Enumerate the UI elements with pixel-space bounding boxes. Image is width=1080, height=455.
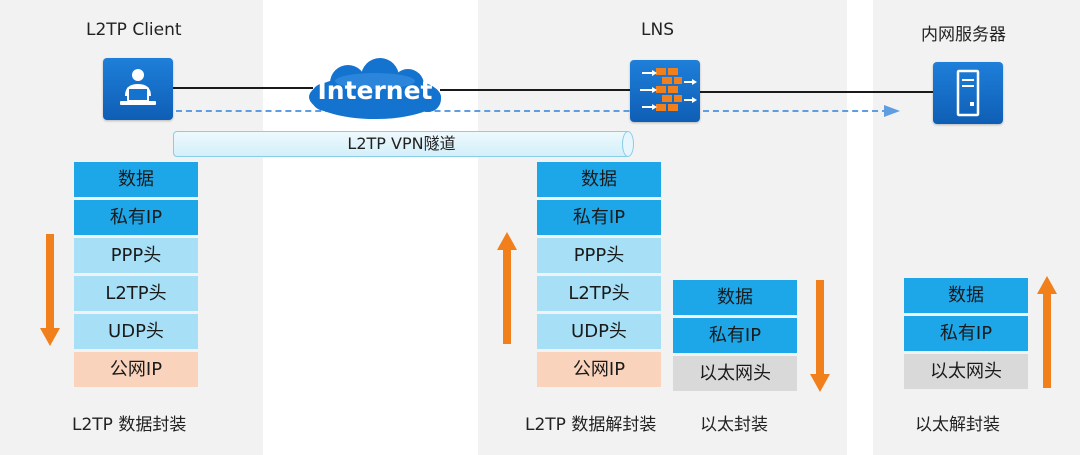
link-internet-lns xyxy=(440,89,630,91)
stack-cell-ppp-header: PPP头 xyxy=(537,238,661,273)
tunnel-end-cap xyxy=(622,131,634,157)
stack-cell-data: 数据 xyxy=(904,278,1028,313)
caption-client-encap: L2TP 数据封装 xyxy=(72,415,187,435)
caption-lns-encap: 以太封装 xyxy=(700,415,768,435)
stack-cell-private-ip: 私有IP xyxy=(537,200,661,235)
firewall-icon xyxy=(640,68,697,111)
link-client-internet xyxy=(173,87,313,89)
user-at-computer-icon xyxy=(120,69,156,105)
l2tp-vpn-tunnel: L2TP VPN隧道 xyxy=(173,131,630,157)
arrow-down-icon xyxy=(810,280,830,392)
server-icon xyxy=(956,69,980,117)
stack-cell-data: 数据 xyxy=(673,280,797,315)
stack-cell-ethernet-header: 以太网头 xyxy=(673,356,797,391)
data-flow-arrowhead-icon xyxy=(884,105,900,117)
server-label: 内网服务器 xyxy=(921,25,1006,45)
stack-cell-l2tp-header: L2TP头 xyxy=(74,276,198,311)
stack-cell-private-ip: 私有IP xyxy=(904,316,1028,351)
server-eth-decap-stack: 数据 私有IP 以太网头 xyxy=(904,278,1028,392)
arrow-down-icon xyxy=(40,234,60,346)
stack-cell-udp-header: UDP头 xyxy=(537,314,661,349)
data-flow-dashed-line xyxy=(176,110,888,112)
cloud-icon xyxy=(309,58,441,119)
link-lns-server xyxy=(700,91,933,93)
arrow-up-icon xyxy=(1037,276,1057,388)
stack-cell-data: 数据 xyxy=(74,162,198,197)
caption-lns-decap: L2TP 数据解封装 xyxy=(525,415,657,435)
server-device xyxy=(933,62,1003,124)
stack-cell-ethernet-header: 以太网头 xyxy=(904,354,1028,389)
stack-cell-public-ip: 公网IP xyxy=(537,352,661,387)
stack-cell-l2tp-header: L2TP头 xyxy=(537,276,661,311)
lns-eth-encap-stack: 数据 私有IP 以太网头 xyxy=(673,280,797,394)
tunnel-label: L2TP VPN隧道 xyxy=(347,134,456,153)
stack-cell-data: 数据 xyxy=(537,162,661,197)
lns-device xyxy=(630,60,700,122)
stack-cell-ppp-header: PPP头 xyxy=(74,238,198,273)
client-label: L2TP Client xyxy=(86,20,182,40)
stack-cell-public-ip: 公网IP xyxy=(74,352,198,387)
client-encap-stack: 数据 私有IP PPP头 L2TP头 UDP头 公网IP xyxy=(74,162,198,390)
stack-cell-private-ip: 私有IP xyxy=(74,200,198,235)
lns-label: LNS xyxy=(641,20,674,40)
internet-label: Internet xyxy=(317,76,433,105)
stack-cell-private-ip: 私有IP xyxy=(673,318,797,353)
client-device xyxy=(103,58,173,120)
caption-server-decap: 以太解封装 xyxy=(915,415,1000,435)
stack-cell-udp-header: UDP头 xyxy=(74,314,198,349)
arrow-up-icon xyxy=(497,232,517,344)
lns-decap-stack: 数据 私有IP PPP头 L2TP头 UDP头 公网IP xyxy=(537,162,661,390)
